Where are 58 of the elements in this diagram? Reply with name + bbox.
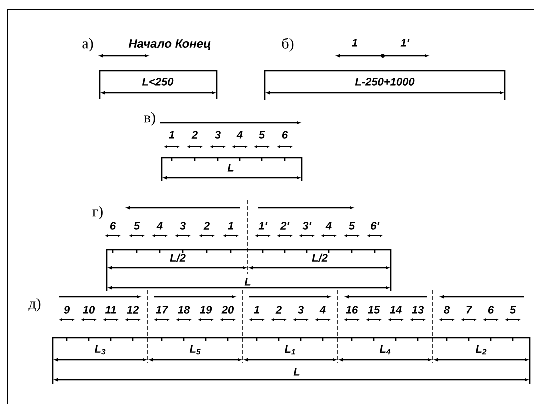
hole-number: 17 (155, 306, 169, 314)
hole-number: 14 (389, 306, 403, 314)
hole-number: 5 (133, 222, 141, 230)
hole-number: 15 (367, 306, 381, 314)
hole-number: 4 (319, 306, 327, 314)
hole-number: 11 (104, 306, 118, 314)
hole-number: 2′ (280, 222, 290, 230)
panel-letter: д) (28, 298, 42, 312)
hole-number: 4 (325, 222, 333, 230)
hole-number: 7 (465, 306, 473, 314)
hole-number: 5 (509, 306, 517, 314)
hole-number: 4 (156, 222, 164, 230)
hole-number: 5 (258, 130, 266, 140)
dimension-label: L$_{3}$ (94, 344, 107, 356)
hole-number: 2 (191, 130, 199, 140)
panel-letter: г) (92, 206, 104, 220)
end-labels: Начало Конец (128, 39, 212, 51)
hole-number: 10 (82, 306, 96, 314)
hole-number: 1′ (258, 222, 268, 230)
dimension-label: L$_{4}$ (379, 344, 392, 356)
hole-number: 13 (411, 306, 425, 314)
hole-number: 19 (199, 306, 213, 314)
hole-number: 16 (345, 306, 359, 314)
hole-number: 18 (177, 306, 191, 314)
hole-number: 1 (227, 222, 235, 230)
hole-number: 1 (351, 38, 359, 48)
panel-letter: в) (143, 112, 157, 126)
hole-number: 12 (126, 306, 140, 314)
hole-number: 2 (275, 306, 283, 314)
panel-letter: б) (281, 38, 295, 52)
hole-number: 1 (168, 130, 176, 140)
hole-number: 5 (348, 222, 356, 230)
dimension-label: L/2 (170, 253, 186, 263)
dimension-label: L (293, 368, 301, 376)
hole-number: 3 (297, 306, 305, 314)
dimension-label: L<250 (142, 78, 174, 86)
hole-number: 3 (214, 130, 222, 140)
hole-number: 1′ (400, 38, 410, 48)
hole-number: 2 (203, 222, 211, 230)
hole-number: 6 (487, 306, 495, 314)
dimension-label: L (244, 278, 252, 286)
dimension-label: L$_{1}$ (284, 344, 297, 356)
hole-number: 3′ (302, 222, 312, 230)
dimension-label: L-250+1000 (354, 78, 416, 86)
hole-number: 9 (63, 306, 71, 314)
hole-number: 6 (281, 130, 289, 140)
dimension-label: L$_{2}$ (475, 344, 488, 356)
dimension-label: L (227, 164, 235, 172)
hole-number: 6 (109, 222, 117, 230)
dimension-label: L$_{5}$ (189, 344, 202, 356)
hole-number: 6′ (370, 222, 380, 230)
dimension-label: L/2 (312, 253, 328, 263)
panel-letter: а) (82, 38, 94, 52)
hole-number: 4 (236, 130, 244, 140)
hole-number: 20 (221, 306, 235, 314)
hole-number: 1 (253, 306, 261, 314)
hole-number: 8 (443, 306, 451, 314)
hole-number: 3 (179, 222, 187, 230)
